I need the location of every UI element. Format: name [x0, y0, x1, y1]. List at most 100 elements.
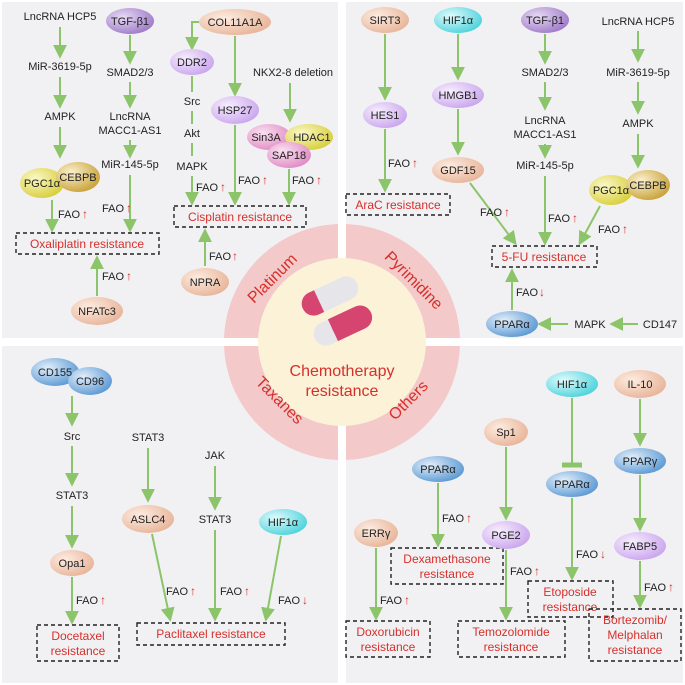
node-mapk-b: MAPK — [574, 319, 606, 331]
outcome-dexa-2: resistance — [420, 567, 475, 581]
node-ppara-a: PPARα — [494, 319, 530, 331]
node-pparg: PPARγ — [623, 456, 658, 468]
node-tgfb1-b: TGF-β1 — [526, 15, 564, 27]
node-lnc-macc1-a-l1: LncRNA — [110, 111, 152, 123]
node-cd96-shape — [68, 367, 112, 395]
node-npra-shape — [181, 268, 229, 296]
outcome-doxo-box — [345, 620, 431, 658]
node-sap18-shape — [267, 142, 311, 168]
node-hif1a-d-shape — [546, 371, 598, 397]
fao-label-t4: FAO — [278, 595, 300, 607]
fao-up-p3: ↑ — [126, 269, 132, 283]
node-errg: ERRγ — [362, 528, 391, 540]
node-sp1-shape — [484, 418, 528, 446]
node-col11a1a: COL11A1A — [208, 17, 263, 29]
node-ppara-c: PPARα — [554, 479, 590, 491]
fao-label-p4: FAO — [196, 182, 218, 194]
fao-label-o5: FAO — [644, 582, 666, 594]
node-lnc-macc1-a-l2: MACC1-AS1 — [99, 125, 162, 137]
outcome-arac: AraC resistance — [355, 198, 441, 212]
fao-up-y4: ↑ — [622, 222, 628, 236]
fao-up-y3: ↑ — [572, 211, 578, 225]
fao-label-y1: FAO — [388, 158, 410, 170]
fao-label-p2: FAO — [102, 203, 124, 215]
node-nfatc3: NFATc3 — [78, 306, 116, 318]
outcome-dexa-box — [390, 547, 504, 585]
fao-label-o1: FAO — [442, 513, 464, 525]
node-tgfb1-a: TGF-β1 — [111, 16, 149, 28]
fao-up-o3: ↑ — [534, 564, 540, 578]
node-sin3a: Sin3A — [251, 132, 281, 144]
outcome-bort-1: Bortezomib/ — [603, 613, 668, 627]
node-ampk-b: AMPK — [622, 118, 654, 130]
node-lnc-hcp5-a: LncRNA HCP5 — [24, 11, 97, 23]
node-mir3619-b: MiR-3619-5p — [606, 67, 670, 79]
node-hsp27: HSP27 — [218, 105, 253, 117]
node-pgc1a-b-shape — [589, 175, 633, 205]
outcome-5fu-box — [491, 245, 598, 268]
node-fabp5-shape — [614, 532, 666, 560]
fao-up-p5: ↑ — [262, 173, 268, 187]
node-ppara-b: PPARα — [420, 464, 456, 476]
node-src-a: Src — [184, 96, 201, 108]
outcome-doxo-2: resistance — [361, 640, 416, 654]
node-cd147: CD147 — [643, 319, 677, 331]
node-col11a1a-shape — [199, 9, 271, 35]
fao-up-p4: ↑ — [220, 180, 226, 194]
center-circle — [258, 258, 426, 426]
node-npra: NPRA — [190, 277, 221, 289]
node-lnc-macc1-b-l1: LncRNA — [525, 115, 567, 127]
node-stat3-e: STAT3 — [199, 514, 232, 526]
fao-label-p3: FAO — [102, 271, 124, 283]
outcome-paclitaxel: Paclitaxel resistance — [156, 627, 266, 641]
fao-up-y1: ↑ — [412, 156, 418, 170]
fao-up-t2: ↑ — [190, 584, 196, 598]
node-hsp27-shape — [211, 96, 259, 124]
node-sp1: Sp1 — [496, 427, 516, 439]
node-gdf15: GDF15 — [440, 165, 475, 177]
fao-label-o4: FAO — [576, 549, 598, 561]
fao-label-y3: FAO — [548, 213, 570, 225]
outcome-docetaxel-2: resistance — [51, 644, 106, 658]
node-ddr2: DDR2 — [177, 57, 207, 69]
node-cd96: CD96 — [76, 376, 104, 388]
outcome-bort-2: Melphalan — [607, 628, 662, 642]
node-cebpb-a: CEBPB — [59, 172, 96, 184]
node-hif1a-d: HIF1α — [557, 379, 588, 391]
fao-down-o4: ↓ — [600, 547, 606, 561]
fao-label-y4: FAO — [598, 224, 620, 236]
outcome-etop-2: resistance — [543, 600, 598, 614]
node-ampk-a: AMPK — [44, 111, 76, 123]
outcome-etop-1: Etoposide — [543, 585, 597, 599]
node-sirt3: SIRT3 — [370, 15, 401, 27]
outcome-oxaliplatin: Oxaliplatin resistance — [30, 237, 144, 251]
node-hif1a-c-shape — [259, 509, 307, 535]
node-pge2: PGE2 — [491, 530, 520, 542]
node-cd155: CD155 — [38, 367, 72, 379]
fao-up-o2: ↑ — [404, 593, 410, 607]
fao-up-y2: ↑ — [504, 205, 510, 219]
node-hmgb1: HMGB1 — [438, 90, 477, 102]
outcome-temo-2: resistance — [484, 640, 539, 654]
center-title-2: resistance — [306, 383, 379, 400]
node-mapk-a: MAPK — [176, 161, 208, 173]
node-jak: JAK — [205, 450, 226, 462]
node-hif1a-b-shape — [434, 7, 482, 33]
node-lnc-hcp5-b: LncRNA HCP5 — [602, 16, 675, 28]
fao-up-o1: ↑ — [466, 511, 472, 525]
node-cd155-shape — [31, 358, 79, 386]
fao-label-t2: FAO — [166, 586, 188, 598]
node-hdac1: HDAC1 — [293, 132, 330, 144]
fao-up-p6: ↑ — [316, 173, 322, 187]
fao-up-t3: ↑ — [244, 584, 250, 598]
fao-label-p1: FAO — [58, 209, 80, 221]
outcome-temo-1: Temozolomide — [472, 625, 550, 639]
node-mir145-a: MiR-145-5p — [101, 159, 158, 171]
outcome-etop-box — [527, 580, 614, 618]
node-tgfb1-b-shape — [521, 7, 569, 33]
node-errg-shape — [354, 519, 398, 547]
node-gdf15-shape — [432, 157, 484, 183]
node-sirt3-shape — [361, 7, 409, 33]
node-pparg-shape — [614, 448, 666, 474]
